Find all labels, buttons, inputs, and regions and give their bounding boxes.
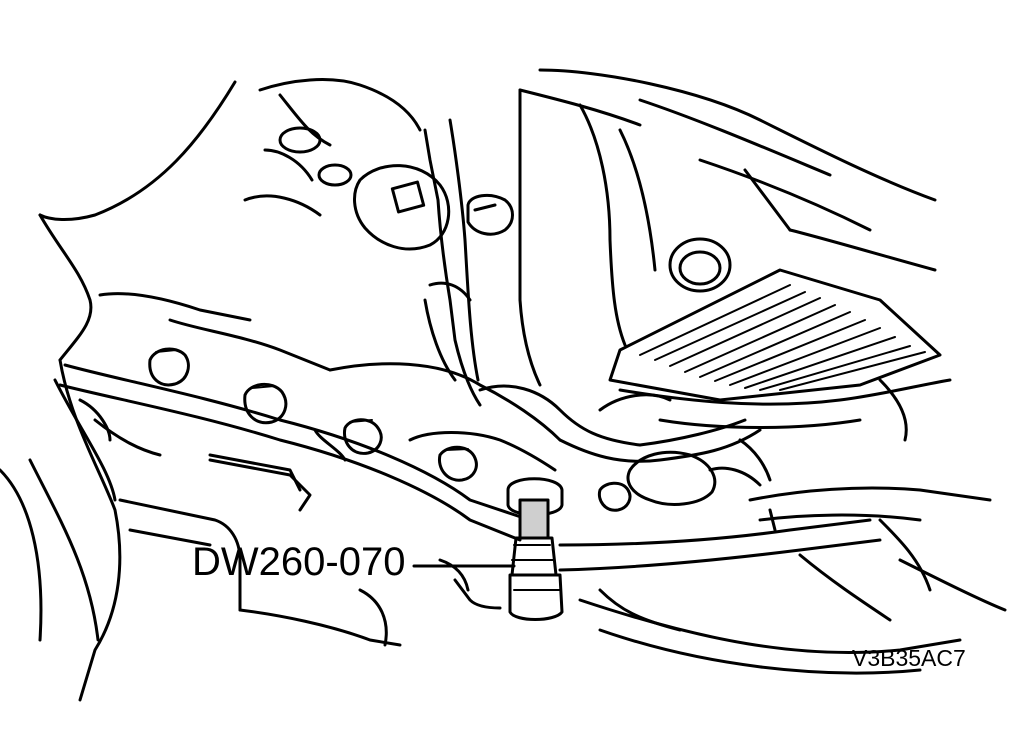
flange-bolts: [148, 347, 632, 512]
figure-code: V3B35AC7: [852, 645, 966, 671]
lower-frame: [558, 486, 1007, 675]
tool-callout-label: DW260-070: [192, 540, 406, 584]
tool-dw260-070: [506, 477, 564, 621]
oil-pan-right: [538, 68, 952, 442]
left-housing: [0, 80, 237, 702]
center-panel: [423, 88, 642, 407]
lower-body: [328, 362, 762, 472]
upper-housing: [243, 78, 514, 251]
right-drain-hole: [626, 438, 772, 506]
lower-left-bracket: [118, 458, 502, 647]
pan-flange-left: [58, 292, 532, 542]
